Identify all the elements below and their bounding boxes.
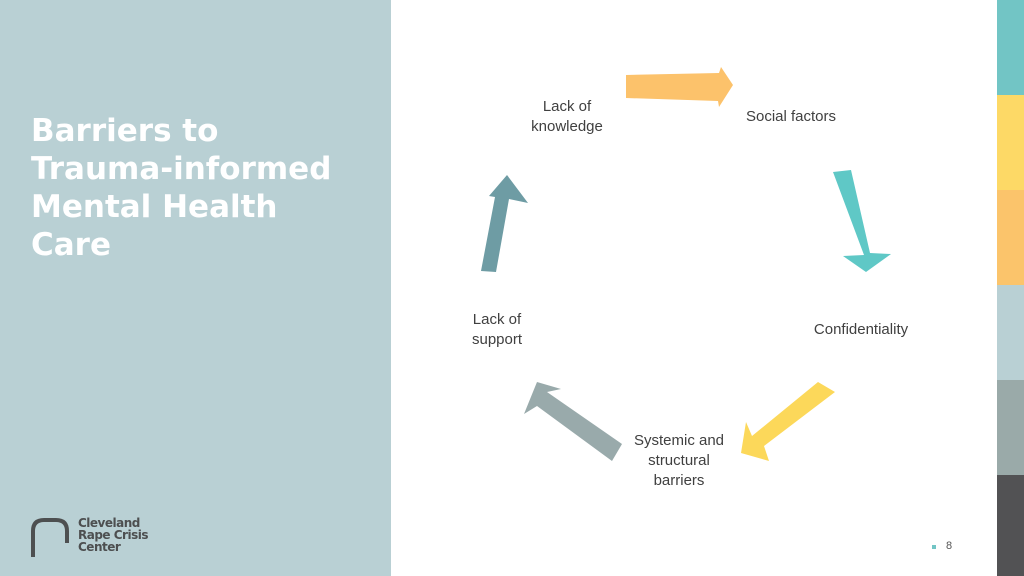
page-number: 8 — [946, 540, 953, 552]
cycle-arrow-5 — [481, 175, 528, 272]
accent-stripe-2 — [997, 95, 1024, 190]
cycle-label-lack-of-support: Lack of support — [471, 311, 523, 348]
accent-stripe-5 — [997, 380, 1024, 475]
cycle-arrow-2 — [833, 170, 891, 272]
title-panel — [0, 0, 391, 576]
cycle-label-systemic-barriers: Systemic and structural barriers — [633, 432, 725, 489]
logo-arch-icon — [31, 518, 69, 557]
cycle-label-lack-of-knowledge: Lack of knowledge — [531, 98, 603, 135]
logo-line-1: Cleveland — [78, 516, 140, 530]
logo-line-3: Center — [78, 540, 121, 554]
accent-stripe-1 — [997, 0, 1024, 95]
cycle-label-confidentiality: Confidentiality — [813, 321, 909, 338]
logo-wordmark: Cleveland Rape Crisis Center — [78, 517, 178, 553]
logo-line-2: Rape Crisis — [78, 528, 148, 542]
page-marker — [932, 545, 936, 549]
cycle-diagram: Lack of knowledge Social factors Confide… — [391, 0, 997, 576]
cycle-arrow-4 — [524, 382, 622, 461]
accent-stripe-4 — [997, 285, 1024, 380]
cycle-arrow-1 — [626, 67, 733, 107]
accent-stripe-6 — [997, 475, 1024, 576]
cycle-label-social-factors: Social factors — [745, 108, 837, 125]
accent-stripe-3 — [997, 190, 1024, 285]
cycle-arrow-3 — [741, 382, 835, 461]
